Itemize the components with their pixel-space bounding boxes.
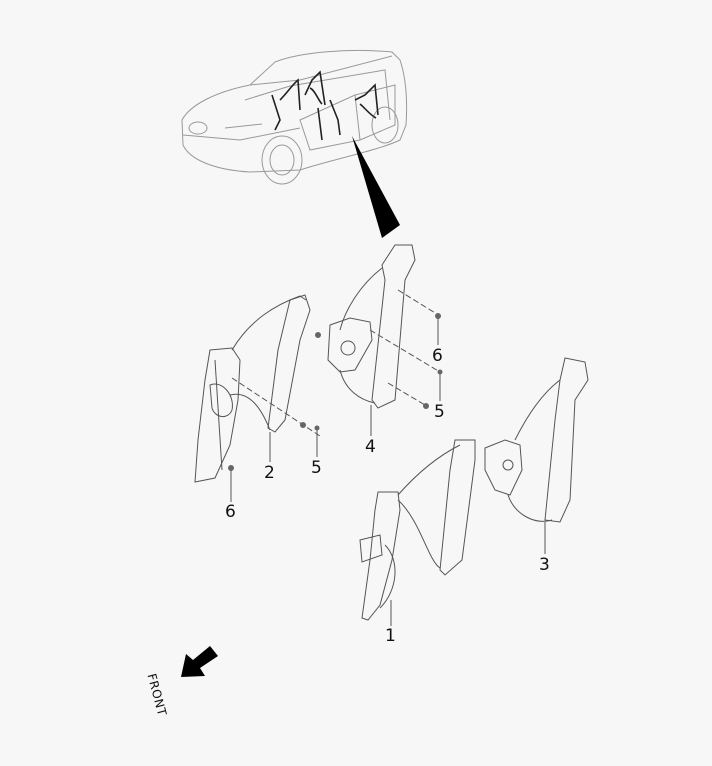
regulator-2: [194, 294, 321, 483]
location-pointer: [352, 136, 400, 238]
regulator-4: [327, 244, 441, 409]
regulator-1: [359, 439, 476, 621]
front-arrow-icon: [181, 646, 218, 677]
callout-1: 1: [385, 626, 396, 646]
callout-3: 3: [539, 555, 550, 575]
installed-regulators: [271, 70, 379, 141]
callout-6-left: 6: [225, 502, 236, 522]
callout-6-right: 6: [432, 346, 443, 366]
vehicle-illustration: [181, 49, 408, 185]
callout-5-left: 5: [311, 458, 322, 478]
callout-2: 2: [264, 463, 275, 483]
leader-lines: [230, 318, 546, 626]
callout-5-right: 5: [434, 402, 445, 422]
callout-4: 4: [365, 437, 376, 457]
regulator-3: [484, 357, 589, 523]
